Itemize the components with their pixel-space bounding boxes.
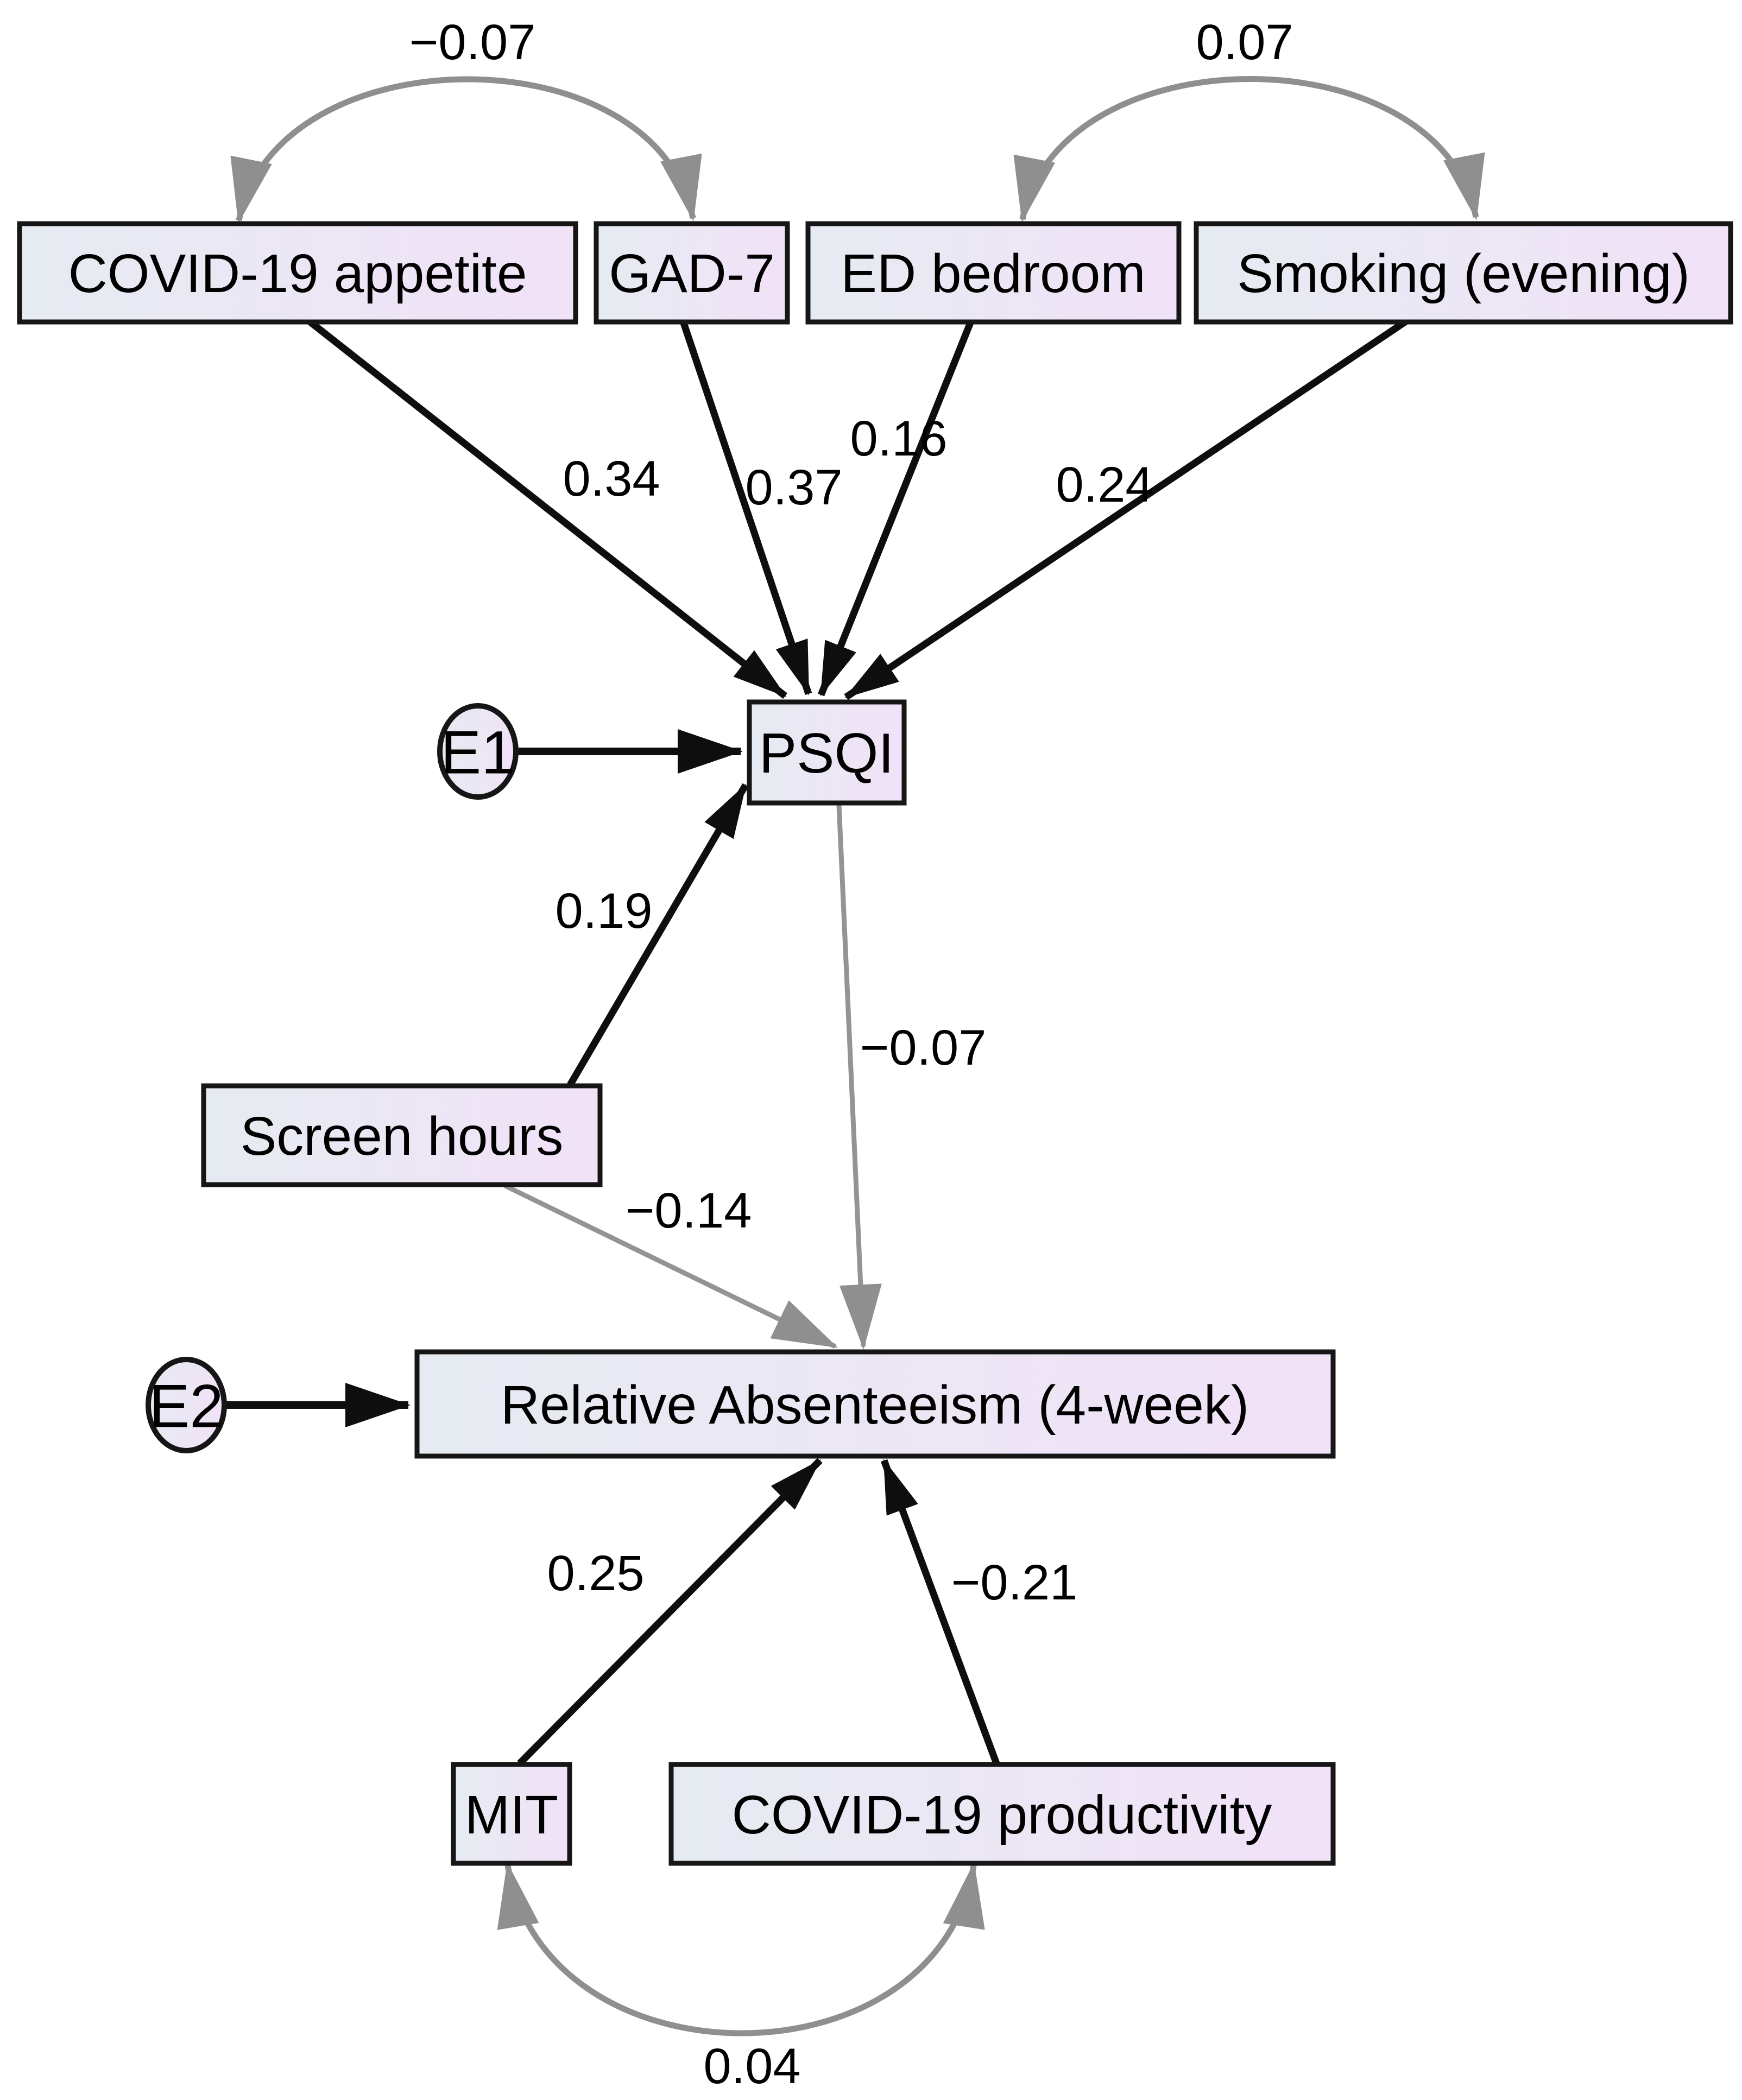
node-smoking-evening-box <box>1194 221 1733 325</box>
node-covid-productivity-box <box>668 1762 1336 1866</box>
covariance-arcs: −0.07 0.07 0.04 <box>230 15 1485 2094</box>
node-relative-absenteeism: Relative Absenteeism (4-week) <box>414 1349 1336 1459</box>
path-appetite-to-psqi <box>307 318 788 699</box>
node-e2-ellipse <box>146 1357 227 1453</box>
node-error-e2: E2 <box>146 1357 227 1453</box>
path-gad7-to-psqi <box>679 320 812 695</box>
node-e1-label: E1 <box>441 719 515 787</box>
node-gad7-label: GAD-7 <box>609 243 775 304</box>
regression-paths <box>225 318 1408 1766</box>
path-productivity-to-absenteeism <box>880 1459 1000 1765</box>
covariance-label-bedroom-smoking: 0.07 <box>1196 15 1293 70</box>
path-screenhours-to-psqi <box>567 783 749 1087</box>
covariance-arc-mit-productivity <box>497 1862 985 2036</box>
node-covid-appetite-label: COVID-19 appetite <box>68 243 527 304</box>
node-covid-appetite: COVID-19 appetite <box>17 221 578 325</box>
covariance-arc-appetite-gad7 <box>230 76 702 224</box>
node-ed-bedroom: ED bedroom <box>805 221 1182 325</box>
coef-productivity-absenteeism: −0.21 <box>951 1555 1078 1610</box>
node-psqi-box <box>747 699 907 806</box>
covariance-label-appetite-gad7: −0.07 <box>409 15 536 70</box>
node-screen-hours: Screen hours <box>201 1083 603 1187</box>
node-mit-box <box>451 1762 572 1866</box>
nodes: COVID-19 appetite GAD-7 ED bedroom Smoki… <box>17 221 1733 1866</box>
node-relative-absenteeism-label: Relative Absenteeism (4-week) <box>501 1375 1249 1435</box>
coef-smoking-psqi: 0.24 <box>1056 457 1153 513</box>
node-psqi-label: PSQI <box>759 722 894 785</box>
node-mit: MIT <box>451 1762 572 1866</box>
node-smoking-evening-label: Smoking (evening) <box>1237 243 1690 304</box>
coef-appetite-psqi: 0.34 <box>563 451 660 507</box>
node-ed-bedroom-box <box>805 221 1182 325</box>
covariance-label-mit-productivity: 0.04 <box>703 2039 800 2094</box>
node-e2-label: E2 <box>149 1372 224 1440</box>
node-e1-ellipse <box>437 703 519 800</box>
coef-mit-absenteeism: 0.25 <box>547 1546 644 1601</box>
coef-screenhours-absenteeism: −0.14 <box>626 1183 752 1238</box>
node-smoking-evening: Smoking (evening) <box>1194 221 1733 325</box>
coef-screenhours-psqi: 0.19 <box>555 883 652 939</box>
coef-psqi-absenteeism: −0.07 <box>860 1020 987 1076</box>
path-coefficient-labels: 0.34 0.37 0.16 0.24 0.19 −0.07 −0.14 0.2… <box>547 411 1153 1610</box>
coef-gad7-psqi: 0.37 <box>745 460 842 515</box>
coef-bedroom-psqi: 0.16 <box>850 411 947 466</box>
path-psqi-to-absenteeism <box>836 805 882 1350</box>
covariance-arc-bedroom-smoking <box>1013 76 1485 223</box>
path-mit-to-absenteeism <box>517 1458 823 1766</box>
node-gad7-box <box>594 221 790 325</box>
node-psqi: PSQI <box>747 699 907 806</box>
node-error-e1: E1 <box>437 703 519 800</box>
path-smoking-to-psqi <box>844 318 1408 700</box>
node-covid-productivity-label: COVID-19 productivity <box>732 1785 1272 1845</box>
node-relative-absenteeism-box <box>414 1349 1336 1459</box>
node-gad7: GAD-7 <box>594 221 790 325</box>
node-ed-bedroom-label: ED bedroom <box>841 243 1145 304</box>
path-screenhours-to-absenteeism <box>504 1183 838 1349</box>
node-covid-appetite-box <box>17 221 578 325</box>
node-screen-hours-box <box>201 1083 603 1187</box>
path-bedroom-to-psqi <box>817 320 975 697</box>
node-covid-productivity: COVID-19 productivity <box>668 1762 1336 1866</box>
node-screen-hours-label: Screen hours <box>241 1106 564 1167</box>
node-mit-label: MIT <box>465 1785 558 1845</box>
